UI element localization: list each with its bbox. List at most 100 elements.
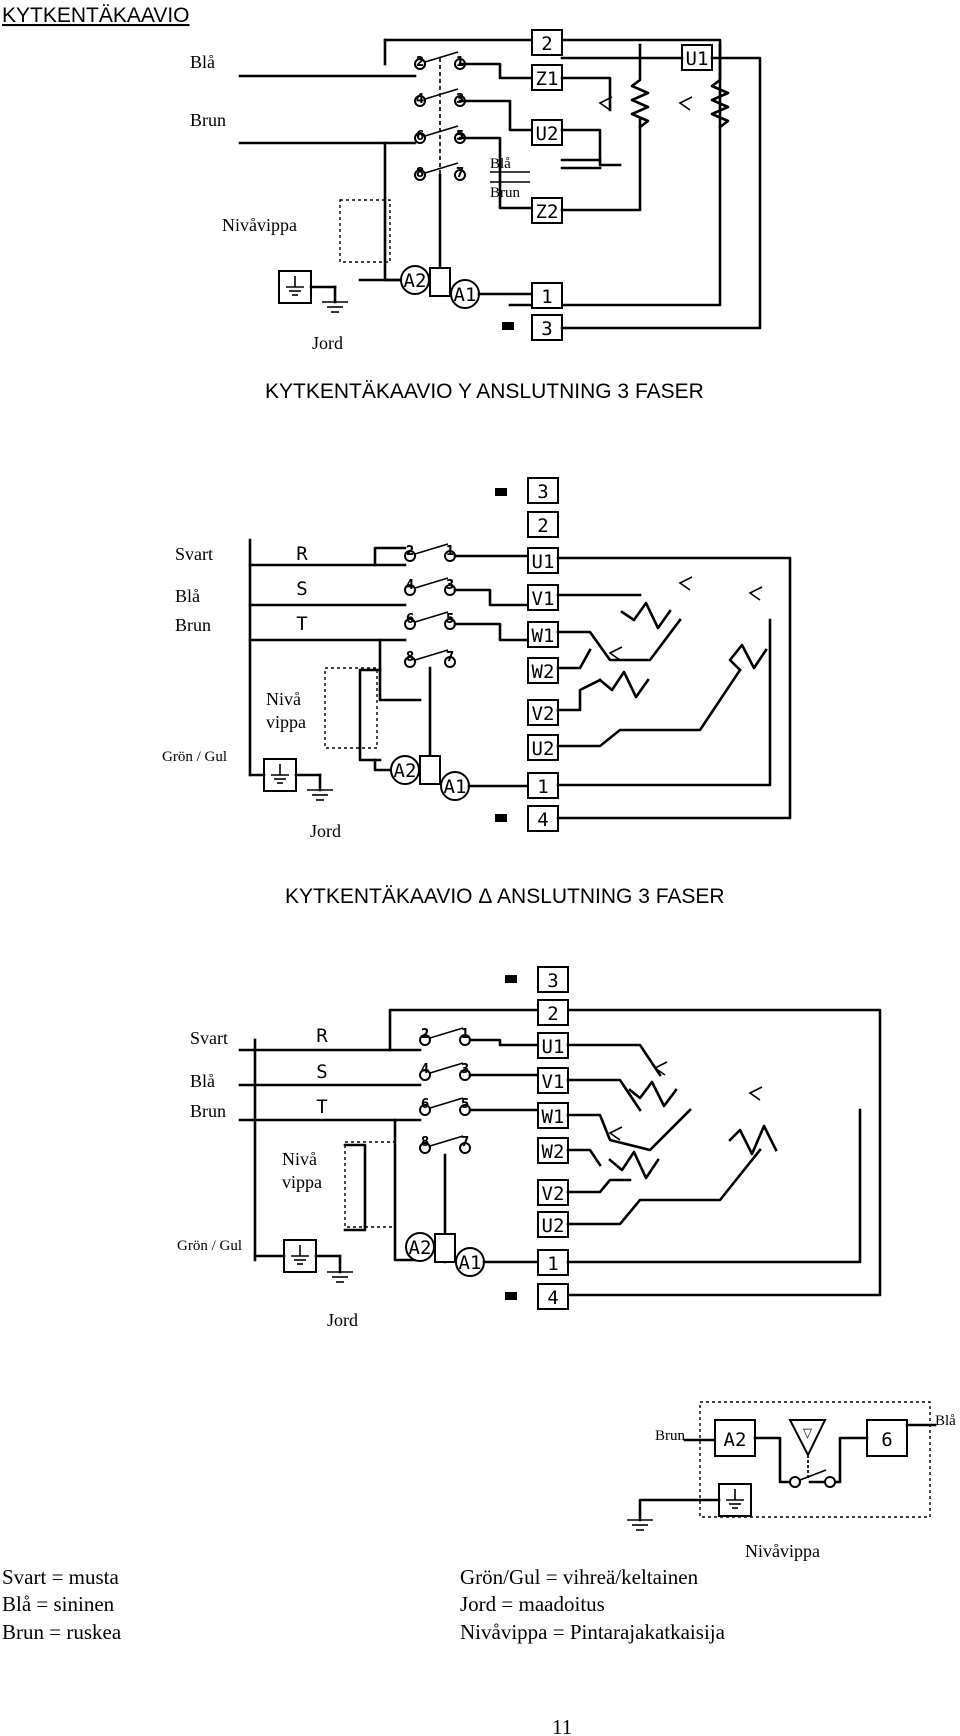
svg-text:4: 4 [547, 1287, 558, 1309]
wire-label-blue: Blå [190, 52, 215, 72]
svg-text:8: 8 [421, 1135, 429, 1150]
legend-item: Brun = ruskea [2, 1620, 122, 1644]
coil-a1: A1 [440, 771, 470, 801]
page-title: KYTKENTÄKAAVIO [2, 4, 190, 27]
svg-text:V2: V2 [542, 1183, 565, 1205]
svg-text:U1: U1 [686, 48, 709, 70]
coil-a1: A1 [455, 1247, 485, 1277]
svg-text:6: 6 [406, 612, 414, 627]
phase-label: R [296, 543, 308, 565]
svg-text:▽: ▽ [803, 1426, 812, 1441]
svg-text:5: 5 [446, 612, 454, 627]
svg-text:2: 2 [537, 515, 548, 537]
svg-text:6: 6 [421, 1097, 429, 1112]
svg-text:U1: U1 [532, 551, 555, 573]
contact-num: 6 [416, 129, 424, 144]
contact-num: 8 [416, 166, 424, 181]
svg-text:A1: A1 [454, 284, 477, 306]
motor-winding-icon [608, 1061, 778, 1180]
diagram-single-phase: Blå Brun Nivåvippa Jord 2 1 4 3 6 5 8 7 [190, 29, 762, 353]
svg-text:W2: W2 [532, 661, 555, 683]
svg-text:U2: U2 [536, 123, 559, 145]
level-switch-label: vippa [282, 1172, 322, 1192]
svg-text:3: 3 [541, 318, 552, 340]
float-icon: ▽ [788, 1419, 827, 1478]
phase-label: R [316, 1025, 328, 1047]
wire-label-brown: Brun [190, 110, 226, 130]
level-switch-box [699, 1401, 931, 1518]
motor-wire-brown: Brun [490, 185, 521, 201]
legend: Svart = musta Blå = sininen Brun = ruske… [2, 1565, 726, 1644]
diagram-title: KYTKENTÄKAAVIO Y ANSLUTNING 3 FASER [265, 380, 704, 403]
svg-text:7: 7 [461, 1135, 469, 1150]
ground-symbol-icon [306, 789, 334, 801]
svg-text:2: 2 [547, 1003, 558, 1025]
motor-winding-icon [598, 43, 730, 129]
svg-text:4: 4 [406, 578, 414, 593]
wire-label-brown: Brun [655, 1428, 686, 1444]
svg-text:1: 1 [547, 1253, 558, 1275]
earth-label: Jord [312, 333, 343, 353]
page-number: 11 [552, 1715, 572, 1736]
svg-text:U2: U2 [542, 1215, 565, 1237]
wire-label-black: Svart [175, 544, 213, 564]
coil-a2: A2 [390, 755, 420, 785]
svg-text:A2: A2 [394, 760, 417, 782]
level-switch-caption: Nivåvippa [745, 1541, 820, 1561]
phase-label: T [316, 1096, 327, 1118]
svg-text:U2: U2 [532, 738, 555, 760]
svg-text:3: 3 [537, 481, 548, 503]
ground-symbol-icon [321, 301, 349, 313]
svg-text:V1: V1 [542, 1071, 565, 1093]
diagram-title: KYTKENTÄKAAVIO Δ ANSLUTNING 3 FASER [285, 885, 725, 908]
svg-text:3: 3 [547, 970, 558, 992]
phase-label: S [316, 1061, 327, 1083]
diagram-level-switch: Brun Blå A2 6 ▽ Nivåvippa [626, 1401, 956, 1561]
coil-a2: A2 [400, 265, 430, 295]
contactor-contacts: 2 1 4 3 6 5 8 7 [419, 1027, 471, 1154]
svg-text:1: 1 [446, 544, 454, 559]
legend-item: Nivåvippa = Pintarajakatkaisija [460, 1620, 726, 1644]
svg-text:W1: W1 [542, 1106, 565, 1128]
svg-text:A2: A2 [404, 270, 427, 292]
terminal-block: 3 2 U1 V1 W1 W2 V2 U2 1 4 [527, 477, 559, 832]
earth-box-icon [718, 1483, 752, 1517]
terminal-block: 2 Z1 U2 Z2 1 3 U1 [531, 29, 713, 341]
svg-text:W1: W1 [532, 625, 555, 647]
level-switch-label: Nivå [282, 1149, 317, 1169]
wire-label-black: Svart [190, 1028, 228, 1048]
svg-text:1: 1 [461, 1027, 469, 1042]
svg-text:A2: A2 [409, 1237, 432, 1259]
contact-num: 1 [456, 55, 464, 70]
coil-a1: A1 [450, 279, 480, 309]
svg-text:V2: V2 [532, 703, 555, 725]
svg-text:3: 3 [446, 578, 454, 593]
svg-text:1: 1 [541, 286, 552, 308]
level-switch-box [339, 199, 391, 263]
capacitor-icon [560, 158, 602, 170]
svg-text:Z2: Z2 [536, 201, 559, 223]
svg-text:A1: A1 [459, 1252, 482, 1274]
contact-num: 5 [456, 129, 464, 144]
earth-box-icon [263, 758, 297, 792]
svg-text:2: 2 [541, 33, 552, 55]
wire-label-green-yellow: Grön / Gul [162, 749, 227, 765]
svg-text:3: 3 [461, 1062, 469, 1077]
level-switch-label: vippa [266, 712, 306, 732]
coil-a2: A2 [405, 1232, 435, 1262]
svg-text:2: 2 [421, 1027, 429, 1042]
terminal-a2: A2 [724, 1429, 747, 1451]
ground-symbol-icon [326, 1271, 354, 1283]
contact-num: 4 [416, 92, 424, 107]
ground-symbol-icon [626, 1519, 654, 1531]
wire-label-green-yellow: Grön / Gul [177, 1238, 242, 1254]
earth-label: Jord [327, 1310, 358, 1330]
level-switch-label: Nivåvippa [222, 215, 297, 235]
terminal-block: 3 2 U1 V1 W1 W2 V2 U2 1 4 [537, 966, 569, 1310]
svg-text:7: 7 [446, 650, 454, 665]
earth-label: Jord [310, 821, 341, 841]
wire-label-blue: Blå [175, 586, 200, 606]
wire-label-blue: Blå [935, 1413, 956, 1429]
svg-text:2: 2 [406, 544, 414, 559]
